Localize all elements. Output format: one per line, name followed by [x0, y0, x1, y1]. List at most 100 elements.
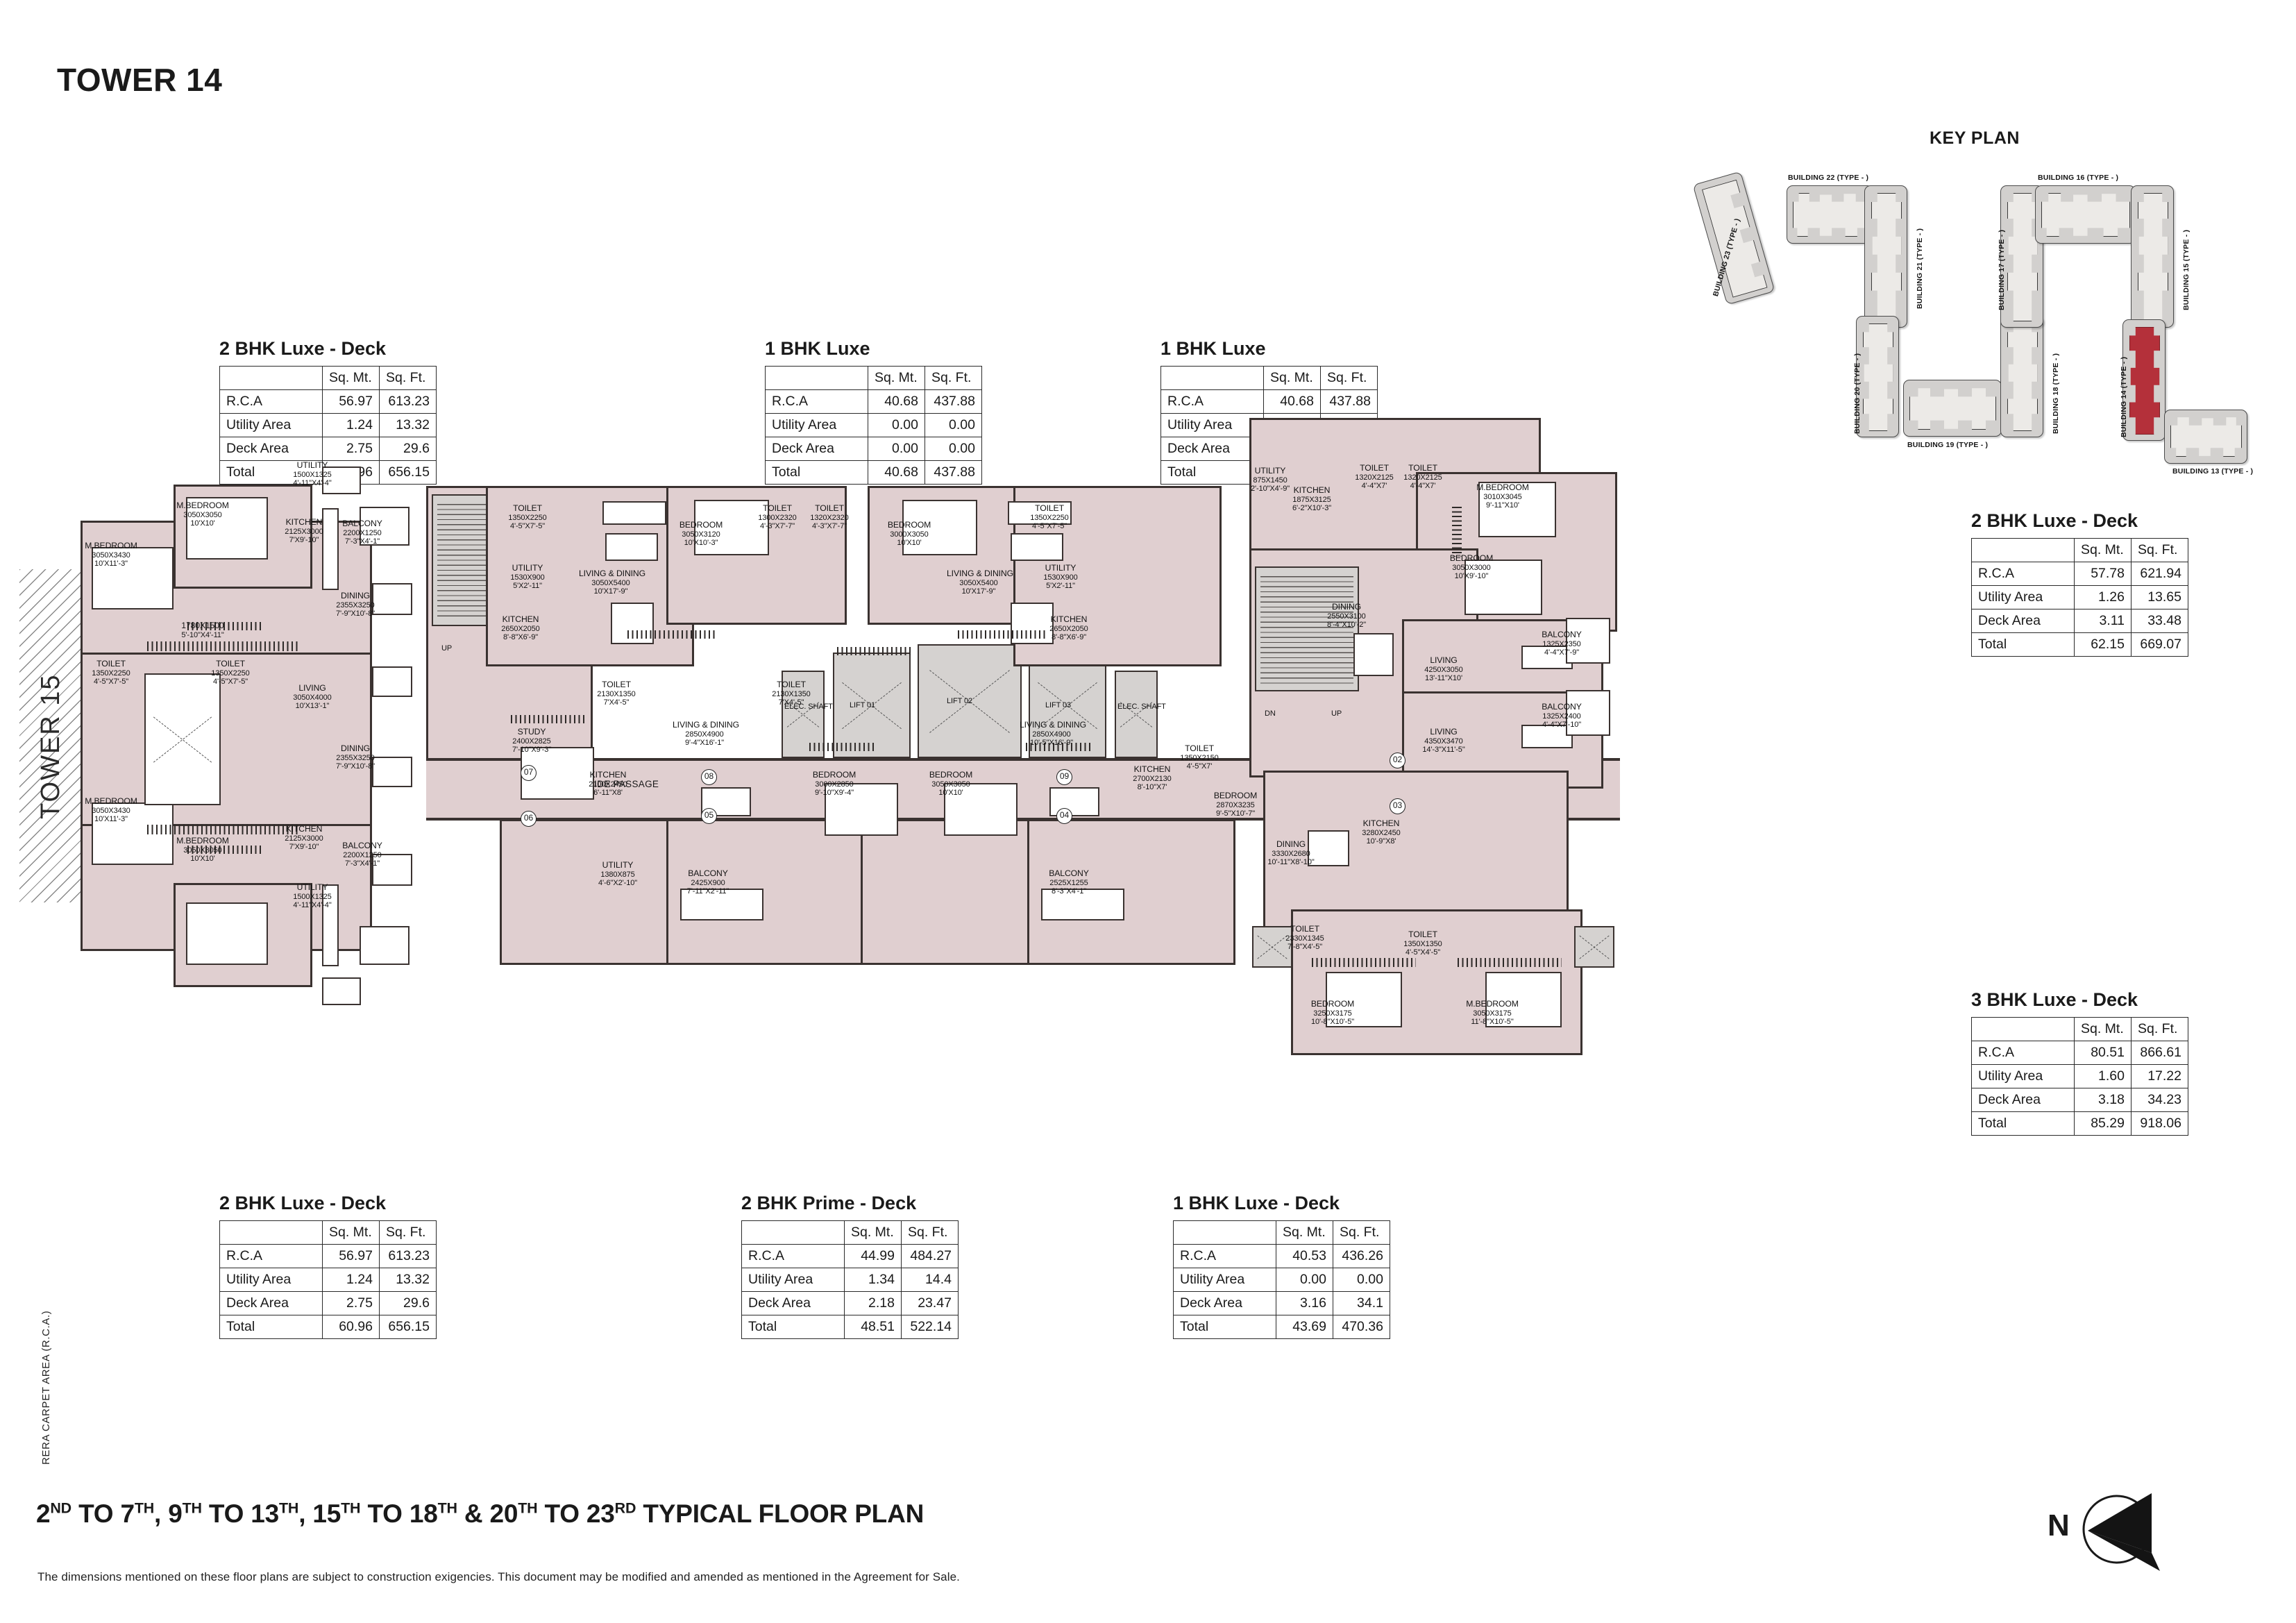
cell-sqmt: 0.00 — [868, 437, 925, 461]
room-name: TOILET — [96, 659, 126, 668]
area-table-title: 2 BHK Luxe - Deck — [219, 1193, 387, 1213]
room-dim-ft: 4'-5"X7'-5" — [1031, 521, 1067, 530]
room-dim-ft: 9'-4"X16'-1" — [684, 738, 725, 747]
room-name: KITCHEN — [285, 824, 323, 834]
col-head-blank — [1971, 538, 2075, 562]
col-head-sqft: Sq. Ft. — [379, 1220, 437, 1245]
key-plan-building-19 — [1903, 380, 2002, 437]
room-name: BALCONY — [688, 868, 728, 878]
stair-up-label-right: UP — [1331, 709, 1342, 718]
cell-sqmt: 2.75 — [322, 1291, 380, 1315]
row-label: Deck Area — [219, 1291, 323, 1315]
key-plan-building-13 — [2164, 410, 2247, 464]
bed-furniture — [944, 783, 1018, 836]
row-label: Deck Area — [1971, 1088, 2075, 1112]
room-dim-ft: 10'X11'-3" — [94, 814, 128, 823]
balcony-right-upper — [1566, 618, 1610, 664]
cell-sqft: 437.88 — [925, 460, 982, 485]
room-dim-mm: 1350X2150 — [1180, 753, 1219, 762]
lift-03-label: LIFT 03 — [1045, 701, 1072, 709]
col-head-sqft: Sq. Ft. — [925, 366, 982, 390]
page-title: TOWER 14 — [57, 62, 223, 98]
room-dim-ft: 7'X9'-10" — [289, 535, 319, 544]
room-name: LIVING & DINING — [579, 569, 646, 578]
room-name: UTILITY — [512, 563, 543, 573]
coffee-table — [1011, 533, 1063, 561]
room-name: M.BEDROOM — [85, 796, 137, 806]
stair-dn-label-right: DN — [1265, 709, 1276, 718]
area-table-title: 2 BHK Luxe - Deck — [219, 338, 387, 359]
bed-furniture — [1464, 560, 1542, 615]
room-dim-mm: 4350X3470 — [1424, 737, 1463, 746]
cell-sqft: 0.00 — [925, 437, 982, 461]
room-name: KITCHEN — [285, 517, 323, 527]
key-plan: KEY PLAN BUILDING 23 (TYPE - ) BUILDING … — [1692, 121, 2263, 476]
row-label: Deck Area — [741, 1291, 845, 1315]
balcony-left-lower — [360, 926, 410, 965]
col-head-sqmt: Sq. Mt. — [2074, 538, 2132, 562]
room-dim-mm: 2125X3000 — [285, 834, 323, 843]
room-dim-ft: 10'-11"X8'-10" — [1267, 857, 1315, 866]
room-dim-mm: 2650X2050 — [1049, 624, 1088, 633]
room-dim-ft: 10'X9'-10" — [1454, 571, 1489, 580]
cell-sqft: 613.23 — [379, 389, 437, 414]
cell-sqft: 0.00 — [925, 413, 982, 437]
room-dim-ft: 4'-11"X4'-4" — [293, 900, 332, 909]
row-label: Total — [219, 1315, 323, 1339]
key-plan-label-19: BUILDING 19 (TYPE - ) — [1907, 441, 1989, 449]
col-head-sqft: Sq. Ft. — [901, 1220, 959, 1245]
room-name: BEDROOM — [812, 770, 856, 780]
balcony-rail — [1312, 958, 1416, 967]
cell-sqmt: 62.15 — [2074, 632, 2132, 657]
room-dim-ft: 4'-4"X7'-9" — [1544, 648, 1580, 657]
cell-sqft: 13.65 — [2131, 585, 2188, 609]
room-dim-mm: 1325X2350 — [1542, 639, 1581, 648]
cell-sqmt: 85.29 — [2074, 1111, 2132, 1136]
col-head-sqmt: Sq. Mt. — [1276, 1220, 1333, 1245]
bed-furniture — [92, 547, 174, 609]
cell-sqmt: 2.18 — [844, 1291, 902, 1315]
room-dim-ft: 8'-10"X7' — [1137, 782, 1167, 791]
bed-furniture — [186, 497, 268, 560]
room-dim-ft: 4'-6"X2'-10" — [598, 878, 638, 887]
room-dim-mm: 3330X2680 — [1272, 849, 1310, 858]
elec-shaft-label-left: ELEC. SHAFT — [784, 703, 833, 711]
room-dim-mm: 2130X1350 — [772, 689, 811, 698]
room-dim-mm: 3000X2850 — [815, 780, 854, 789]
col-head-sqmt: Sq. Mt. — [868, 366, 925, 390]
room-dim-mm: 3050X3050 — [183, 846, 222, 855]
cell-sqft: 656.15 — [379, 460, 437, 485]
cell-sqft: 33.48 — [2131, 609, 2188, 633]
room-name: BALCONY — [342, 841, 382, 850]
dining-table — [1353, 633, 1394, 676]
area-table-title: 1 BHK Luxe — [765, 338, 870, 359]
room-name: TOILET — [513, 503, 542, 513]
balcony-rail — [147, 641, 300, 651]
room-name: LIVING & DINING — [673, 720, 740, 730]
